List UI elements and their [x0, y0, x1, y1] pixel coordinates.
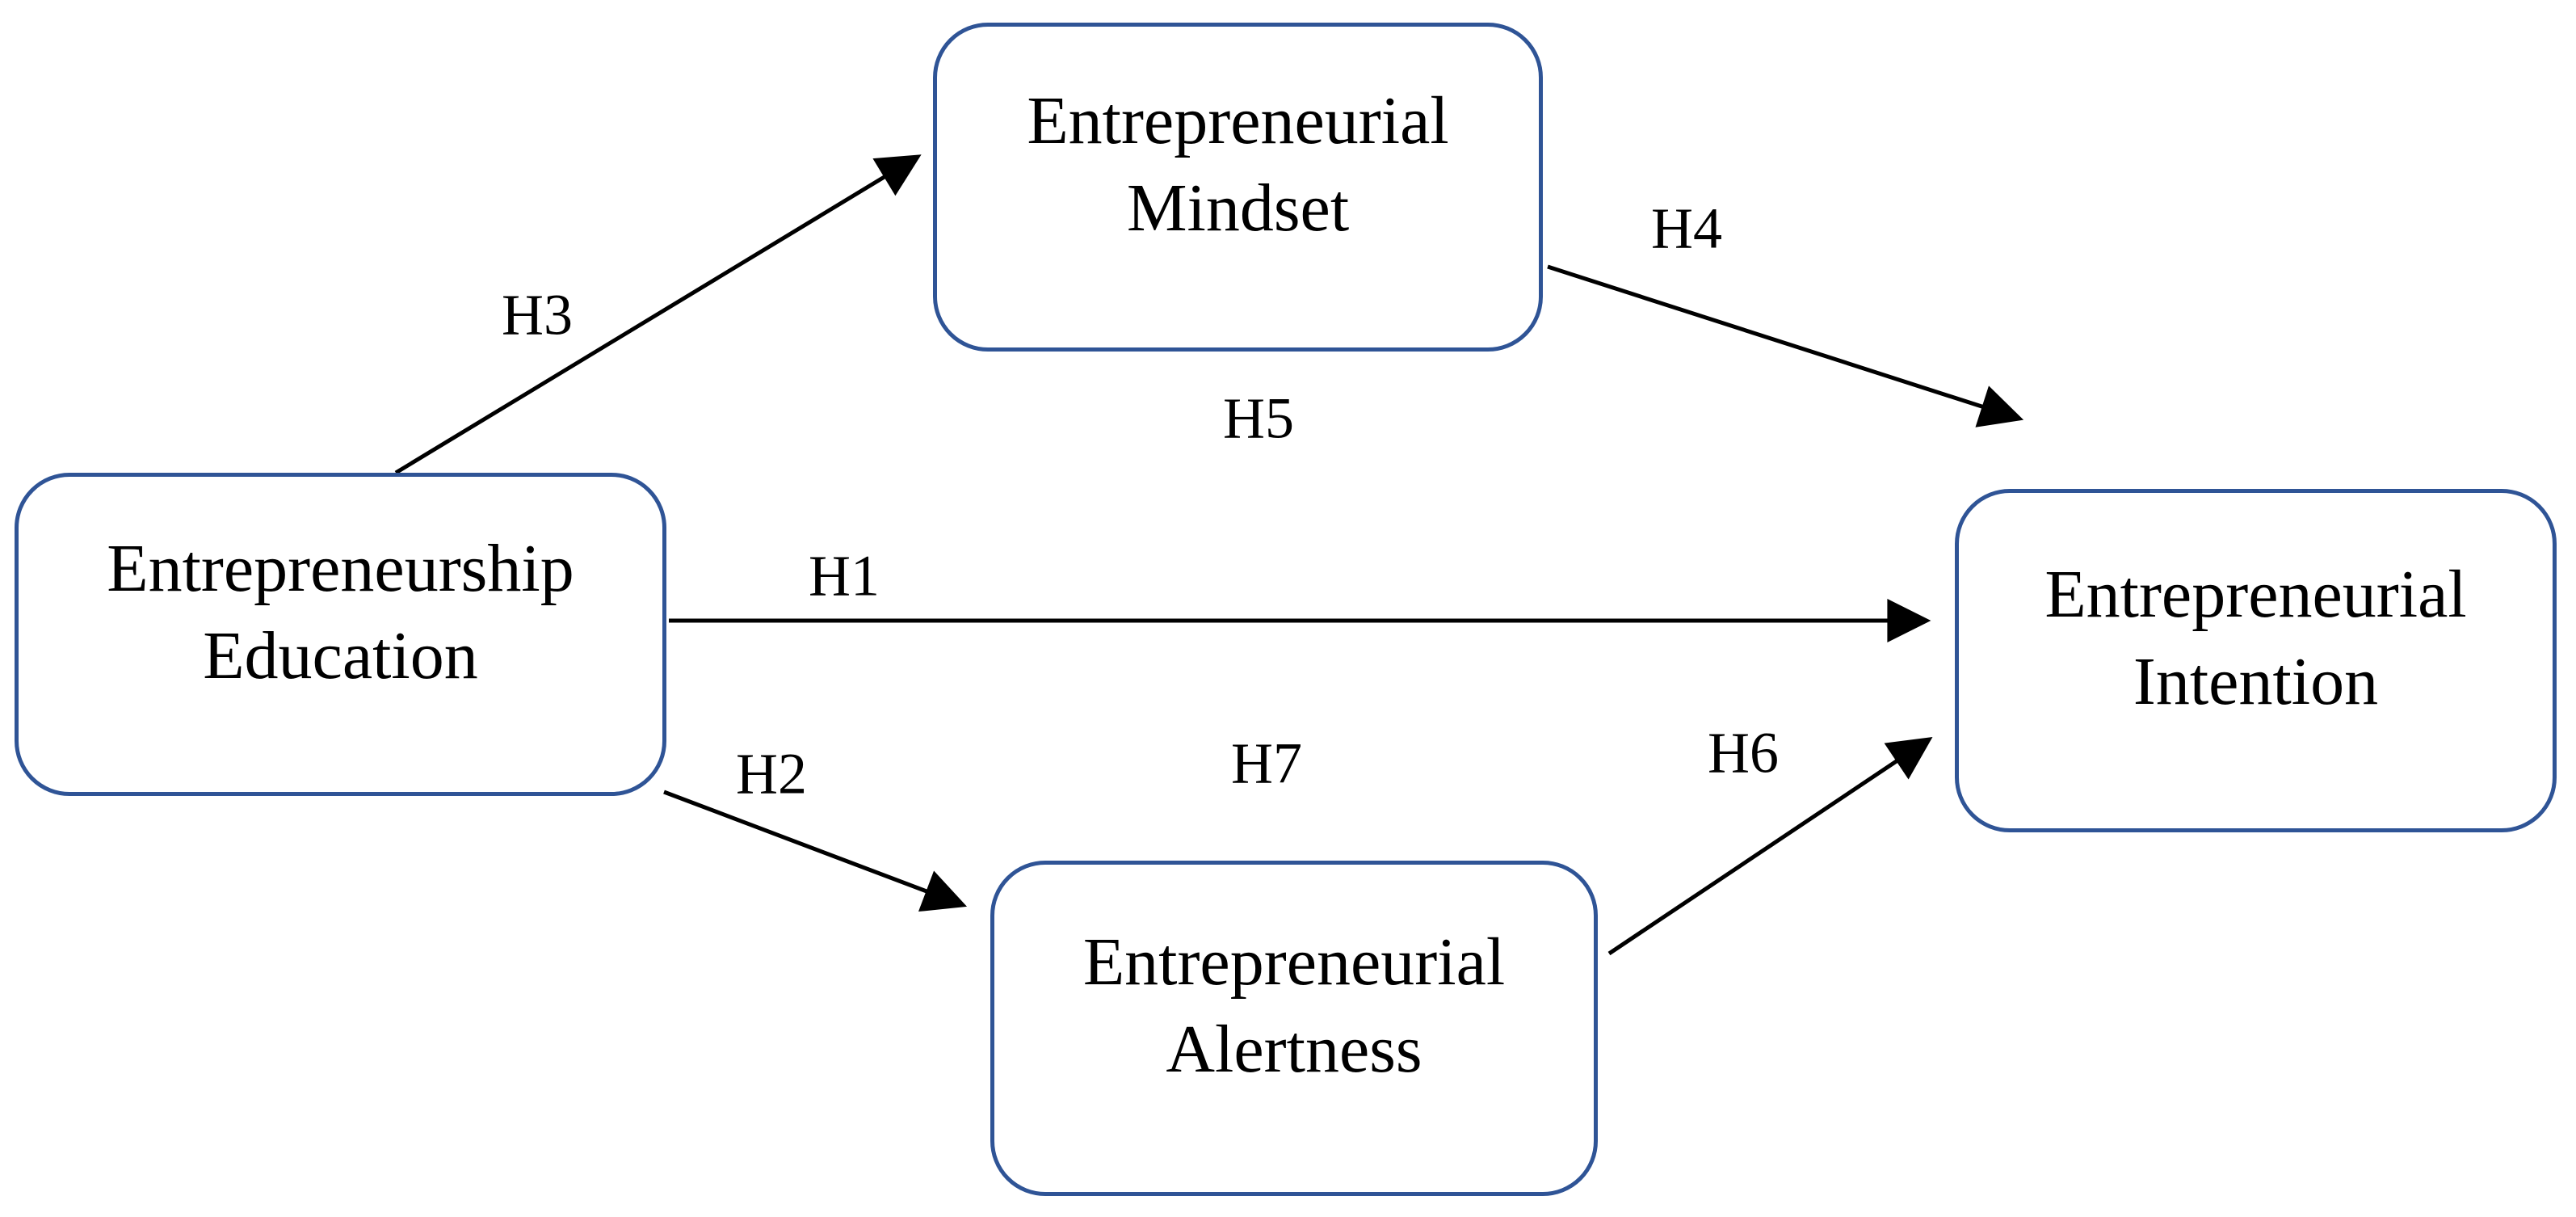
hypothesis-label-h5: H5: [1223, 385, 1294, 451]
node-label-line: Entrepreneurship: [107, 530, 574, 606]
arrow-h2-education-to-alertness: [663, 790, 968, 912]
hypothesis-label-h1: H1: [809, 543, 880, 608]
node-entrepreneurship-education: Entrepreneurship Education: [15, 473, 666, 796]
node-entrepreneurial-mindset: Entrepreneurial Mindset: [933, 23, 1543, 352]
hypothesis-label-h7: H7: [1231, 731, 1302, 796]
arrow-h4-mindset-to-intention: [1547, 264, 2024, 427]
node-label-line: Intention: [2133, 644, 2379, 719]
node-entrepreneurial-alertness: Entrepreneurial Alertness: [990, 861, 1598, 1196]
node-label-line: Alertness: [1166, 1012, 1422, 1087]
hypothesis-label-h6: H6: [1708, 720, 1779, 785]
node-label-line: Mindset: [1126, 171, 1350, 246]
node-label-line: Entrepreneurial: [1082, 924, 1506, 1000]
arrow-h3-education-to-mindset: [394, 154, 922, 475]
hypothesis-label-h2: H2: [736, 741, 807, 806]
node-label-line: Education: [203, 617, 478, 693]
hypothesis-label-h4: H4: [1651, 196, 1722, 261]
node-label-line: Entrepreneurial: [1027, 83, 1449, 159]
node-label-line: Entrepreneurial: [2044, 557, 2467, 633]
hypothesis-label-h3: H3: [502, 282, 573, 347]
node-entrepreneurial-intention: Entrepreneurial Intention: [1955, 489, 2557, 832]
